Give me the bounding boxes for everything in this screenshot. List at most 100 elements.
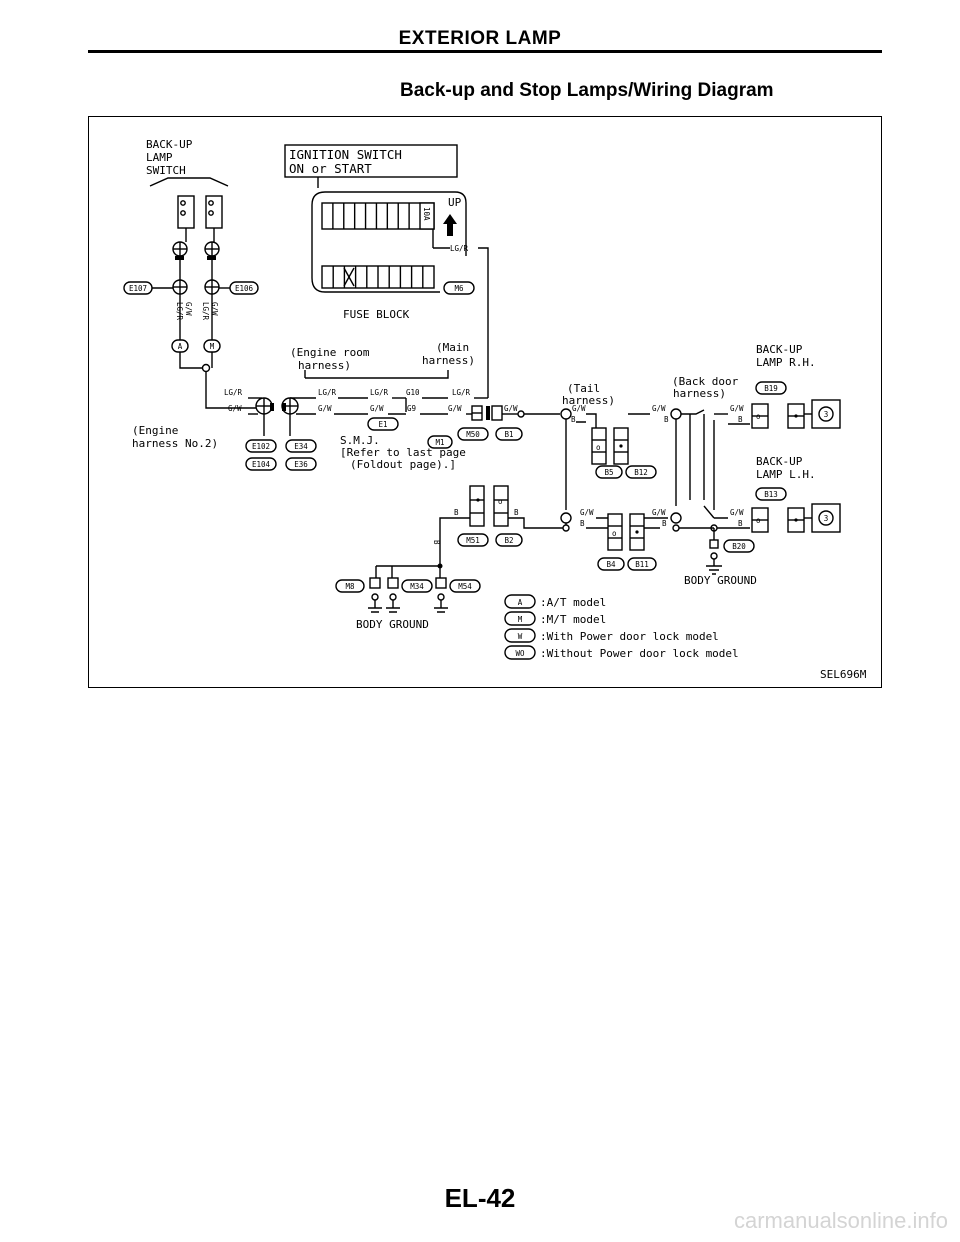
- wire-g-w-1: G/W: [184, 302, 193, 316]
- connector-m50: M50: [466, 430, 480, 439]
- wire-g-w-rh: G/W: [730, 404, 744, 413]
- smj-ref-2: (Foldout page).]: [350, 458, 456, 471]
- terminal-g9: G9: [407, 404, 416, 413]
- lh-terminal-o: o: [756, 516, 761, 525]
- connector-b20: B20: [732, 542, 746, 551]
- wire-b-lh: B: [738, 519, 743, 528]
- title-rule: [88, 50, 882, 53]
- tail-harness-label-1: (Tail: [567, 382, 600, 395]
- watermark: carmanualsonline.info: [733, 1208, 948, 1233]
- back-door-harness-label-2: harness): [673, 387, 726, 400]
- connector-e1: E1: [378, 420, 387, 429]
- badge-a: A: [177, 342, 182, 351]
- wire-g-w-tail-3: G/W: [580, 508, 594, 517]
- fuse-block-label: FUSE BLOCK: [343, 308, 410, 321]
- wire-g-w-2: G/W: [210, 302, 219, 316]
- wire-g-w-tail-1: G/W: [572, 404, 586, 413]
- wire-g-w-tail-4: G/W: [652, 508, 666, 517]
- wire-g-w-row2-b: G/W: [318, 404, 332, 413]
- tail-harness-label-2: harness): [562, 394, 615, 407]
- connector-e102: E102: [251, 442, 269, 451]
- page-subtitle: Back-up and Stop Lamps/Wiring Diagram: [400, 80, 774, 101]
- connector-m51: M51: [466, 536, 480, 545]
- smj-block: S.M.J. M1 M50 B1 [Refer to last page (Fo…: [340, 426, 523, 471]
- backup-lamp-rh-label-1: BACK-UP: [756, 343, 803, 356]
- backup-switch-label-2: LAMP: [146, 151, 173, 164]
- engine-room-harness-label-1: (Engine room: [290, 346, 370, 359]
- connector-b11: B11: [635, 560, 649, 569]
- diagram-frame: .w { stroke:#000; stroke-width:1.4; fill…: [88, 116, 882, 688]
- wire-lg-r-row1-b: LG/R: [318, 388, 337, 397]
- wire-b-rh: B: [738, 415, 743, 424]
- main-harness-label-2: harness): [422, 354, 475, 367]
- connector-e107: E107: [128, 284, 146, 293]
- backup-lamp-rh-label-2: LAMP R.H.: [756, 356, 816, 369]
- backup-lamp-switch: BACK-UP LAMP SWITCH E107 E106 LG/R G/W L…: [122, 138, 270, 409]
- wire-lg-r-fuse: LG/R: [450, 244, 469, 253]
- body-ground-left-label: BODY GROUND: [356, 618, 429, 631]
- ignition-switch-label-2: ON or START: [289, 161, 372, 176]
- ignition-switch-label-1: IGNITION SWITCH: [289, 147, 402, 162]
- up-arrow-icon: [442, 213, 457, 236]
- diagram-ref-code: SEL696M: [820, 668, 867, 681]
- legend: A :A/T model M :M/T model W :With Power …: [503, 593, 738, 660]
- wire-lg-r-row1-d: LG/R: [452, 388, 471, 397]
- smj-ref-1: [Refer to last page: [340, 446, 466, 459]
- lh-terminal-3: 3: [823, 514, 828, 523]
- wire-g-w-row2-d: G/W: [448, 404, 462, 413]
- back-door-harness-label-1: (Back door: [672, 375, 739, 388]
- up-label: UP: [448, 196, 462, 209]
- connector-m6: M6: [454, 284, 464, 293]
- wire-b-tail-4: B: [662, 519, 667, 528]
- legend-w-text: :With Power door lock model: [540, 630, 719, 643]
- connector-e106: E106: [234, 284, 253, 293]
- wire-g-w-tail-2: G/W: [652, 404, 666, 413]
- legend-a-text: :A/T model: [540, 596, 606, 609]
- connector-m8: M8: [345, 582, 355, 591]
- fuse-rating: 10A: [422, 207, 431, 221]
- backup-lamp-lh-label-1: BACK-UP: [756, 455, 803, 468]
- rh-terminal-o: o: [756, 412, 761, 421]
- badge-m: M: [209, 342, 214, 351]
- fuse-block: 10A LG/R UP M6 FUSE BLOCK: [310, 190, 489, 398]
- wire-lg-r-row1-a: LG/R: [224, 388, 243, 397]
- connector-b2: B2: [504, 536, 513, 545]
- connector-b1: B1: [504, 430, 513, 439]
- center-terminal-o: o: [498, 497, 503, 506]
- wire-b-center-2: B: [514, 508, 519, 517]
- backup-switch-label-3: SWITCH: [146, 164, 186, 177]
- fuse-x-mark: [342, 267, 355, 286]
- engine-harness-label-2: harness No.2): [132, 437, 218, 450]
- page-number: EL-42: [444, 1183, 516, 1213]
- connector-m1: M1: [435, 438, 444, 447]
- wire-g-w-row2-e: G/W: [504, 404, 518, 413]
- connector-e104: E104: [251, 460, 270, 469]
- backup-lamp-lh-label-2: LAMP L.H.: [756, 468, 816, 481]
- body-ground-left: M8 M34 M54 BODY GROUND: [334, 576, 481, 631]
- wiring-diagram: .w { stroke:#000; stroke-width:1.4; fill…: [122, 138, 867, 681]
- legend-a-code: A: [517, 598, 522, 607]
- terminal-g10: G10: [406, 388, 420, 397]
- connector-m54: M54: [458, 582, 472, 591]
- engine-harness: (Engine harness No.2): [132, 424, 218, 450]
- rh-lamp-pin: 3: [823, 410, 828, 419]
- body-ground-right-label: BODY GROUND: [684, 574, 757, 587]
- engine-harness-label-1: (Engine: [132, 424, 178, 437]
- connector-e36: E36: [294, 460, 308, 469]
- connector-m34: M34: [410, 582, 424, 591]
- wire-g-w-lh: G/W: [730, 508, 744, 517]
- wire-b-center-v: B: [432, 540, 441, 545]
- legend-m-code: M: [517, 615, 522, 624]
- tail-terminal-o2: o: [612, 529, 617, 538]
- wire-b-tail-3: B: [580, 519, 585, 528]
- engine-room-harness-label-2: harness): [298, 359, 351, 372]
- wire-b-center-1: B: [454, 508, 459, 517]
- wire-g-w-row2-c: G/W: [370, 404, 384, 413]
- wire-g-w-row2-a: G/W: [228, 404, 242, 413]
- smj-label: S.M.J.: [340, 434, 380, 447]
- backup-switch-label-1: BACK-UP: [146, 138, 193, 151]
- legend-m-text: :M/T model: [540, 613, 606, 626]
- tail-terminal-o1: o: [596, 443, 601, 452]
- connector-e34: E34: [294, 442, 308, 451]
- connector-b19: B19: [764, 384, 778, 393]
